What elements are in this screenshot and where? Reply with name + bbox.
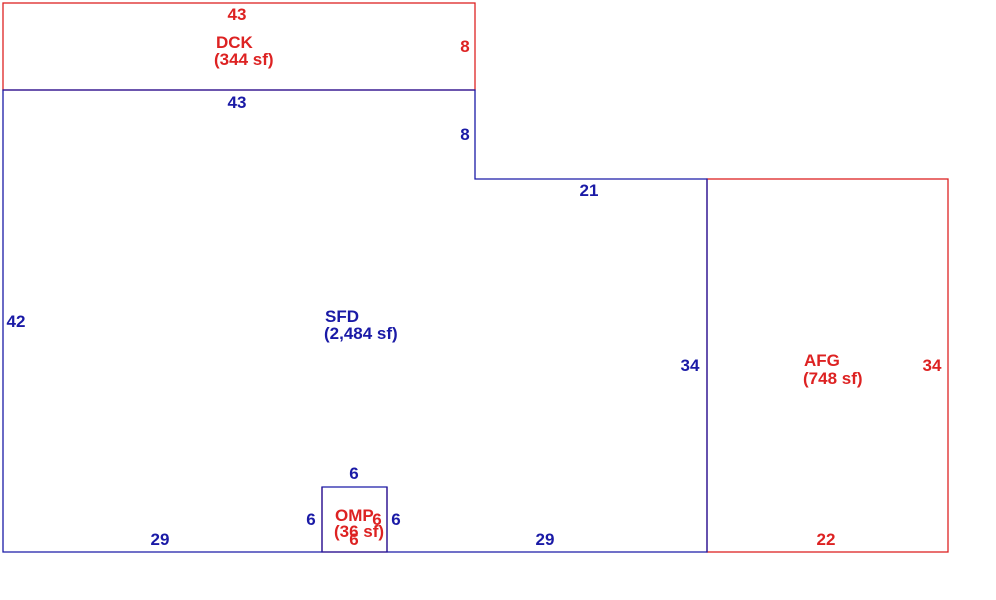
omp-code-label: OMP [335, 506, 374, 525]
afg-code-label: AFG [804, 351, 840, 370]
dim-dck-right: 8 [460, 37, 469, 56]
sfd-area-label: (2,484 sf) [324, 324, 398, 343]
dim-sfd-left: 42 [7, 312, 26, 331]
sfd-outline [2, 89, 708, 553]
dim-omp-right: 6 [391, 510, 400, 529]
dim-omp-inner-right: 6 [372, 510, 381, 529]
dim-afg-right: 34 [923, 356, 942, 375]
dim-sfd-bottom-right: 29 [536, 530, 555, 549]
dim-sfd-step: 8 [460, 125, 469, 144]
dim-sfd-step-top: 21 [580, 181, 599, 200]
omp-bumpout-outline [321, 486, 388, 552]
dim-dck-top: 43 [228, 5, 247, 24]
dim-sfd-bottom-left: 29 [151, 530, 170, 549]
dck-code-label: DCK [216, 33, 254, 52]
dck-area-label: (344 sf) [214, 50, 274, 69]
dim-sfd-right: 34 [681, 356, 700, 375]
dim-omp-left: 6 [306, 510, 315, 529]
afg-area-label: (748 sf) [803, 369, 863, 388]
dim-sfd-top: 43 [228, 93, 247, 112]
sfd-code-label: SFD [325, 307, 359, 326]
dim-omp-top: 6 [349, 464, 358, 483]
dim-omp-bottom: 6 [349, 530, 358, 549]
dim-afg-bottom: 22 [817, 530, 836, 549]
omp-area-label: (36 sf) [334, 522, 384, 541]
